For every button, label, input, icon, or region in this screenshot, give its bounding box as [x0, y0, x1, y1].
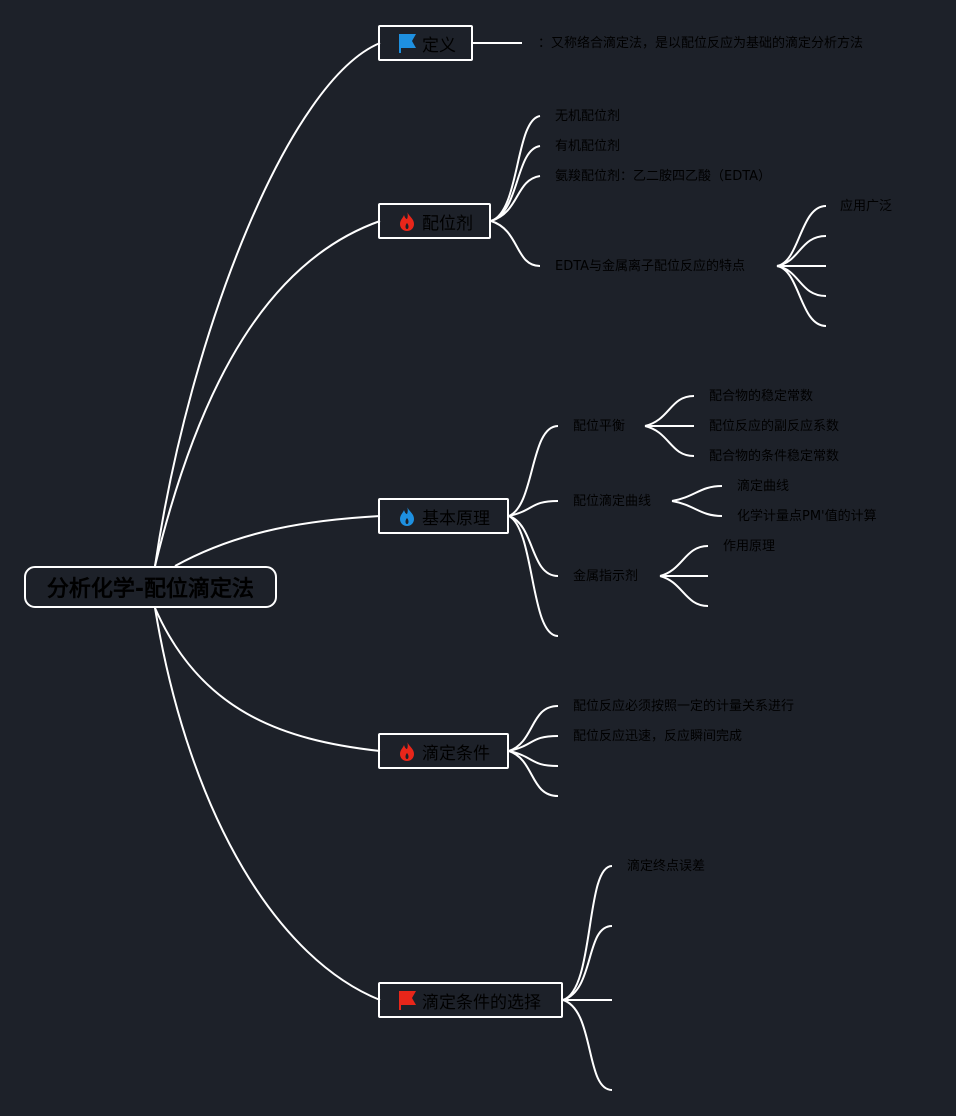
- branch-label: 配位剂: [422, 213, 473, 234]
- branch-definition[interactable]: 定义: [378, 25, 473, 61]
- branch-label: 定义: [422, 35, 456, 56]
- root-topic[interactable]: 分析化学-配位滴定法: [24, 566, 277, 608]
- principle-item[interactable]: 配位平衡: [573, 419, 626, 434]
- red-fire-icon: [400, 741, 414, 761]
- condition-item[interactable]: 配位反应必须按照一定的计量关系进行: [573, 699, 795, 714]
- equilibrium-item[interactable]: 配位反应的副反应系数: [709, 419, 840, 434]
- branch-agents[interactable]: 配位剂: [378, 203, 491, 239]
- branch-condition-selection[interactable]: 滴定条件的选择: [378, 982, 563, 1018]
- branch-label: 滴定条件的选择: [422, 992, 541, 1013]
- curve-item[interactable]: 化学计量点PM'值的计算: [737, 509, 877, 524]
- branch-conditions[interactable]: 滴定条件: [378, 733, 509, 769]
- agent-item[interactable]: 无机配位剂: [555, 109, 621, 124]
- branch-principle[interactable]: 基本原理: [378, 498, 509, 534]
- blue-flag-icon: [399, 34, 416, 53]
- selection-item[interactable]: 滴定终点误差: [627, 859, 706, 874]
- red-fire-icon: [400, 211, 414, 231]
- curve-item[interactable]: 滴定曲线: [737, 479, 790, 494]
- condition-item[interactable]: 配位反应迅速，反应瞬间完成: [573, 729, 743, 744]
- agent-item[interactable]: 氨羧配位剂：乙二胺四乙酸（EDTA）: [555, 169, 772, 184]
- blue-fire-icon: [400, 506, 414, 526]
- agent-item[interactable]: 有机配位剂: [555, 139, 621, 154]
- principle-item[interactable]: 配位滴定曲线: [573, 494, 652, 509]
- principle-item[interactable]: 金属指示剂: [573, 569, 639, 584]
- red-flag-icon: [399, 991, 416, 1010]
- branch-label: 基本原理: [422, 508, 490, 529]
- equilibrium-item[interactable]: 配合物的条件稳定常数: [709, 449, 840, 464]
- indicator-item[interactable]: 作用原理: [723, 539, 776, 554]
- agent-item[interactable]: EDTA与金属离子配位反应的特点: [555, 259, 746, 274]
- edta-feature-item[interactable]: 应用广泛: [840, 199, 893, 214]
- equilibrium-item[interactable]: 配合物的稳定常数: [709, 389, 814, 404]
- branch-label: 滴定条件: [422, 743, 490, 764]
- definition-text[interactable]: ：又称络合滴定法，是以配位反应为基础的滴定分析方法: [538, 36, 864, 51]
